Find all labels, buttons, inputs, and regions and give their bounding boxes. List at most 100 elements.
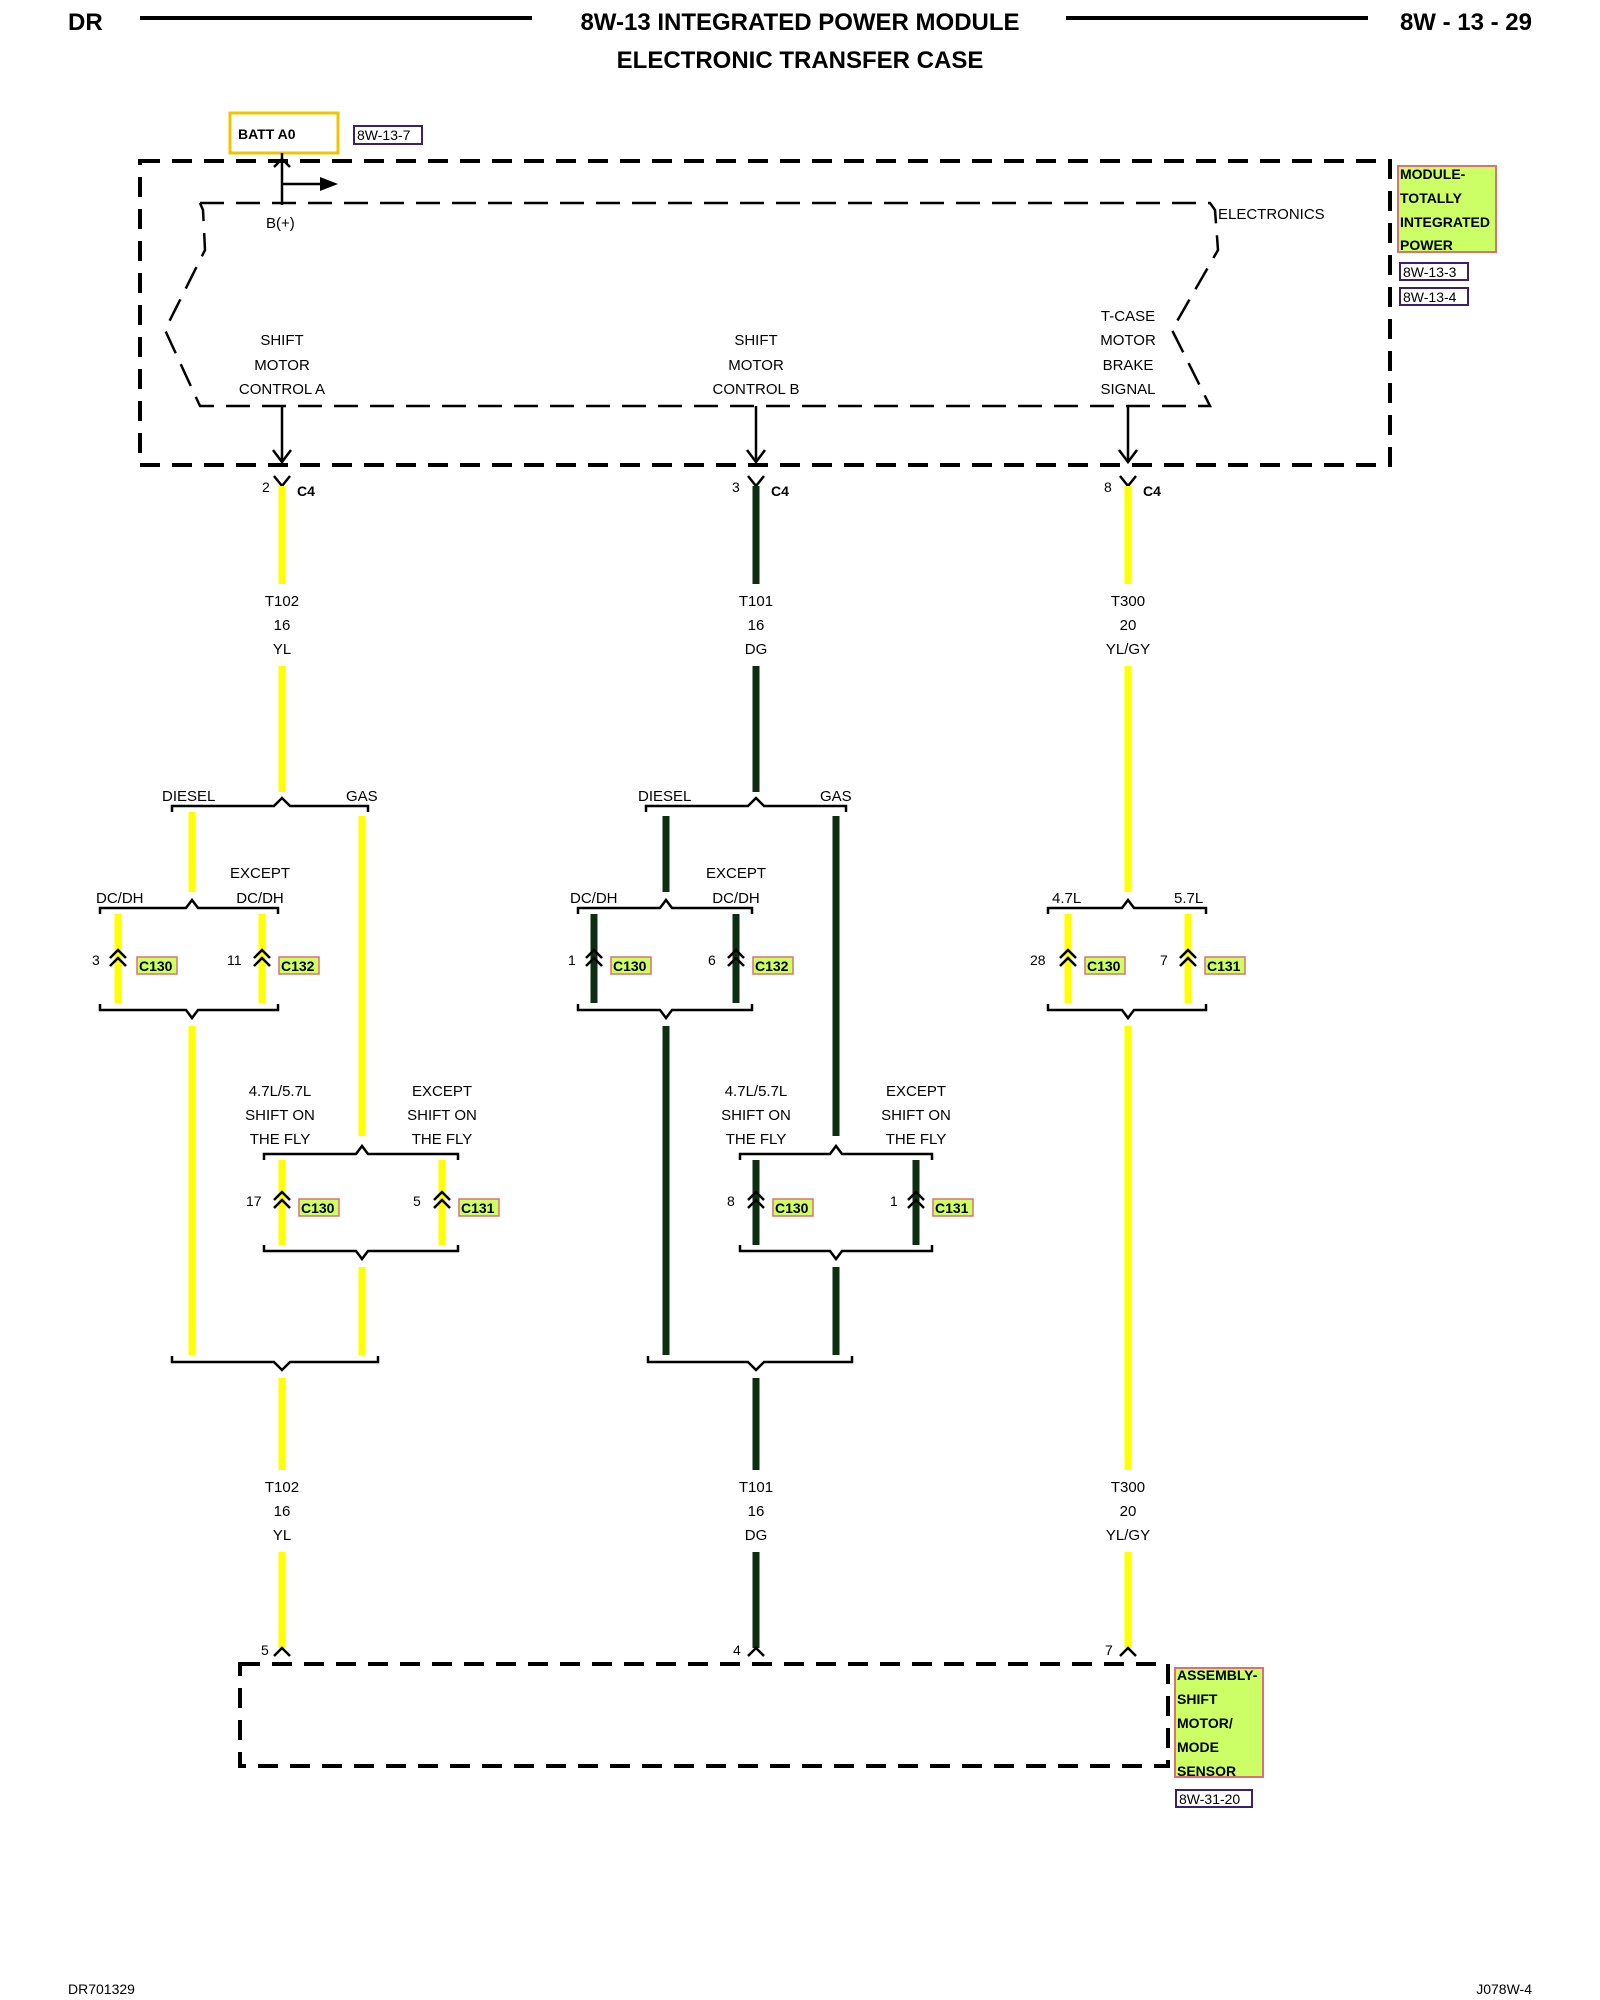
assembly-name-line3: MOTOR/: [1177, 1715, 1233, 1731]
header-subtitle: ELECTRONIC TRANSFER CASE: [617, 47, 984, 74]
circuit-b-p2-conn[interactable]: C132: [755, 958, 789, 974]
circuit-c-join-brace: [1046, 1004, 1208, 1021]
signal-a-line2: MOTOR: [254, 357, 310, 374]
circuit-a-gauge-2: 16: [274, 1503, 291, 1520]
assembly-ref-box[interactable]: [1175, 1789, 1253, 1808]
circuit-a-p2-conn-box[interactable]: [278, 956, 320, 975]
circuit-a-c130b-connector-icon: [273, 1190, 291, 1209]
circuit-b-c4-label: C4: [771, 483, 789, 499]
circuit-b-c131-connector-icon: [907, 1190, 925, 1209]
circuit-b-p2-pin: 6: [708, 952, 716, 968]
assembly-name-box[interactable]: [1174, 1667, 1264, 1778]
electronics-outline: [163, 201, 1220, 408]
circuit-b-bottom-pin: 4: [733, 1642, 741, 1658]
circuit-a-code-2: T102: [265, 1479, 299, 1496]
module-ref-box-1[interactable]: [1399, 262, 1469, 281]
circuit-b-sotf-brace: [738, 1143, 934, 1160]
signal-c-line1: T-CASE: [1101, 308, 1155, 325]
circuit-b-p3-conn[interactable]: C130: [775, 1200, 809, 1216]
circuit-a-c4-pin: 2: [262, 479, 270, 495]
page-footer: DR701329 J078W-4: [68, 1981, 1532, 1997]
circuit-b-p4-conn[interactable]: C131: [935, 1200, 969, 1216]
module-name-line4: POWER: [1400, 237, 1453, 253]
circuit-c-c4-label: C4: [1143, 483, 1161, 499]
signal-a-line3: CONTROL A: [239, 381, 325, 398]
circuit-b-dcdh-label: DC/DH: [570, 890, 618, 907]
circuit-b-p1-conn[interactable]: C130: [613, 958, 647, 974]
electronics-label: ELECTRONICS: [1218, 206, 1325, 223]
circuit-b-code-2: T101: [739, 1479, 773, 1496]
circuit-b-p1-pin: 1: [568, 952, 576, 968]
module-ref-box-2[interactable]: [1399, 287, 1469, 306]
circuit-a-nsotf-line3: THE FLY: [412, 1131, 473, 1148]
circuit-b-p2-conn-box[interactable]: [752, 956, 794, 975]
circuit-b-c132-connector-icon: [727, 948, 745, 967]
circuit-a-bottom-pin: 5: [261, 1642, 269, 1658]
circuit-a-p2-pin: 11: [227, 952, 242, 968]
circuit-c-p1-conn[interactable]: C130: [1087, 958, 1121, 974]
circuit-a-c130-connector-icon: [109, 948, 127, 967]
circuit-b-gas-label: GAS: [820, 788, 852, 805]
circuit-c-code-2: T300: [1111, 1479, 1145, 1496]
circuit-a-sotf-brace: [262, 1143, 460, 1160]
circuit-a-except-label: EXCEPT: [230, 865, 290, 882]
circuit-a-p3-conn[interactable]: C130: [301, 1200, 335, 1216]
header-left: DR: [68, 9, 103, 36]
circuit-b-join-brace-1: [576, 1004, 754, 1021]
circuit-a-bottom-connector-icon: [273, 1646, 291, 1657]
signal-a-arrow-icon: [272, 406, 292, 465]
module-box: ELECTRONICS BATT A0 8W-13-7 B(+) MODULE-…: [138, 111, 1497, 467]
circuit-b-p4-conn-box[interactable]: [932, 1198, 974, 1217]
assembly-name-line2: SHIFT: [1177, 1691, 1218, 1707]
module-ref-link-2[interactable]: 8W-13-4: [1403, 289, 1457, 305]
assembly-ref-link[interactable]: 8W-31-20: [1179, 1791, 1240, 1807]
circuit-a-p1-conn[interactable]: C130: [139, 958, 173, 974]
circuit-c-p1-conn-box[interactable]: [1084, 956, 1126, 975]
circuit-a-join-brace-1: [98, 1004, 280, 1021]
circuit-a-p4-conn[interactable]: C131: [461, 1200, 495, 1216]
circuit-a-c4-connector-icon: [273, 475, 291, 489]
circuit-c-bottom-pin: 7: [1105, 1642, 1113, 1658]
circuit-a-p1-conn-box[interactable]: [136, 956, 178, 975]
circuit-b-join-brace-2: [738, 1245, 934, 1262]
circuit-a-p4-conn-box[interactable]: [458, 1198, 500, 1217]
circuit-b-gauge: 16: [748, 617, 765, 634]
circuit-a-split-brace: [170, 796, 370, 812]
signal-c-line3: BRAKE: [1103, 357, 1154, 374]
module-name-box[interactable]: [1397, 165, 1497, 253]
circuit-b-sotf-line2: SHIFT ON: [721, 1107, 791, 1124]
bplus-feed-chevron: [273, 157, 291, 168]
circuit-a-dcdh-label: DC/DH: [96, 890, 144, 907]
module-ref-link-1[interactable]: 8W-13-3: [1403, 264, 1457, 280]
circuit-b-dcdh-brace: [576, 897, 754, 914]
circuit-c: 8 C4 T300 20 YL/GY 4.7L 5.7L 28 C130 7 C…: [1030, 475, 1246, 1658]
batt-ref-link[interactable]: 8W-13-7: [357, 127, 411, 143]
circuit-a-p2-conn[interactable]: C132: [281, 958, 315, 974]
signal-c-arrow-icon: [1118, 406, 1138, 465]
circuit-a-c132-connector-icon: [253, 948, 271, 967]
circuit-c-p1-pin: 28: [1030, 952, 1046, 968]
circuit-a-nsotf-line1: EXCEPT: [412, 1083, 472, 1100]
circuit-c-p2-conn[interactable]: C131: [1207, 958, 1241, 974]
circuit-b-p3-conn-box[interactable]: [772, 1198, 814, 1217]
circuit-b-p1-conn-box[interactable]: [610, 956, 652, 975]
circuit-c-opt1-label: 4.7L: [1052, 890, 1081, 907]
circuit-a-color-2: YL: [273, 1527, 291, 1544]
circuit-c-opt2-label: 5.7L: [1174, 890, 1203, 907]
circuit-c-p2-conn-box[interactable]: [1204, 956, 1246, 975]
circuit-c-gauge: 20: [1120, 617, 1137, 634]
circuit-c-gauge-2: 20: [1120, 1503, 1137, 1520]
circuit-b-except-label: EXCEPT: [706, 865, 766, 882]
circuit-a-p3-pin: 17: [246, 1193, 262, 1209]
circuit-c-color: YL/GY: [1106, 641, 1150, 658]
circuit-b-c130-connector-icon: [585, 948, 603, 967]
circuit-c-c4-connector-icon: [1119, 475, 1137, 489]
bplus-label: B(+): [266, 215, 295, 232]
batt-label: BATT A0: [238, 126, 296, 142]
circuit-b-c130b-connector-icon: [747, 1190, 765, 1209]
circuit-a-p3-conn-box[interactable]: [298, 1198, 340, 1217]
batt-ref-box[interactable]: [353, 125, 423, 145]
assembly-outline: [238, 1662, 1170, 1768]
circuit-a-except-dcdh-label: DC/DH: [236, 890, 284, 907]
circuit-b-c4-pin: 3: [732, 479, 740, 495]
